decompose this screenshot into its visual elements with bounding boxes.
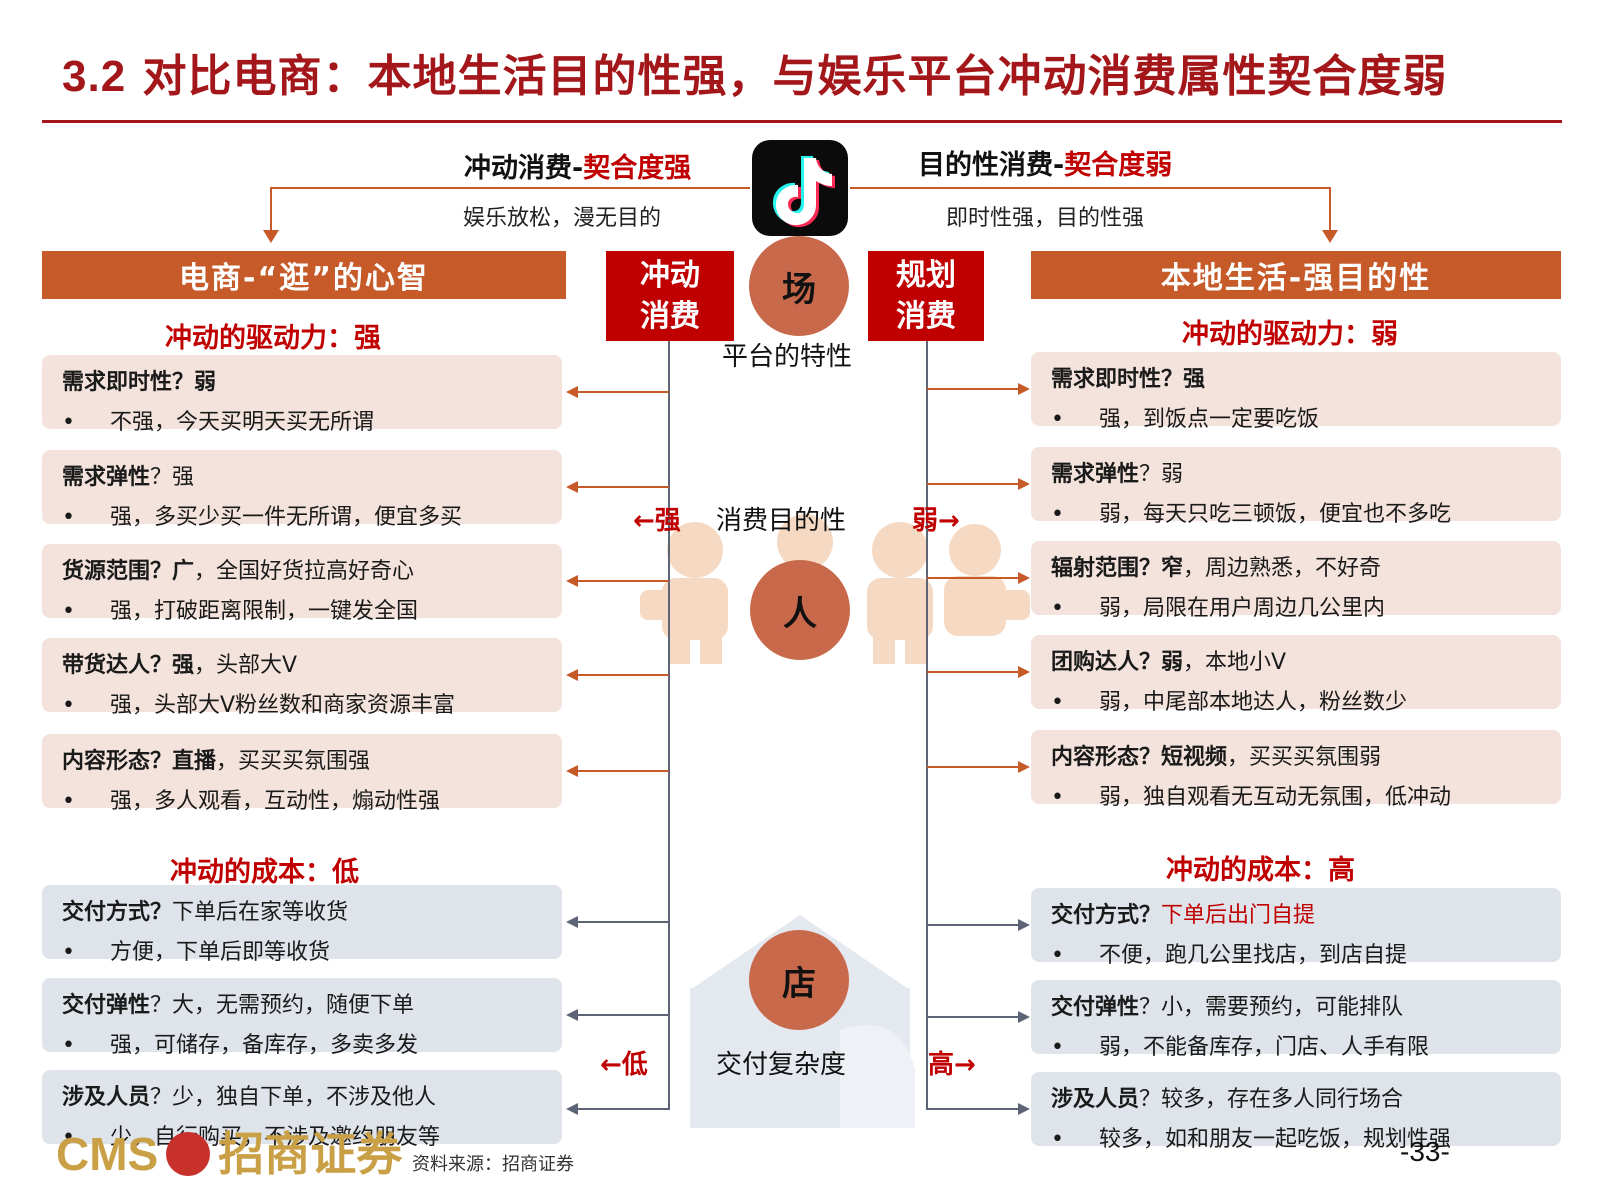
left-top-note: 娱乐放松，漫无目的	[463, 206, 662, 231]
left-drive-branches	[572, 391, 669, 772]
right-cost-card: 交付方式？下单后出门自提 •不便，跑几公里找店，到店自提	[1031, 888, 1561, 968]
store-label: 交付复杂度	[716, 1050, 847, 1080]
people-left-arrow: ←强	[633, 506, 681, 536]
right-drive-card: 辐射范围？窄，周边熟悉，不好奇 •弱，局限在用户周边几公里内	[1031, 541, 1561, 621]
left-drive-heading: 冲动的驱动力：强	[165, 323, 381, 354]
right-drive-card: 内容形态？短视频，买买买氛围弱 •弱，独自观看无互动无氛围，低冲动	[1031, 730, 1561, 810]
title-divider	[42, 120, 1562, 123]
left-cost-card: 涉及人员？少，独自下单，不涉及他人 •少，自行购买，不涉及邀约朋友等	[42, 1070, 562, 1150]
left-drive-card: 货源范围？广，全国好货拉高好奇心 •强，打破距离限制，一键发全国	[42, 544, 562, 624]
cost-arrowheads	[566, 916, 1030, 1115]
people-silhouette-icon	[640, 514, 1030, 664]
planned-consumption-box: 规划消费	[868, 251, 984, 341]
left-drive-card: 带货达人？强，头部大V •强，头部大V粉丝数和商家资源丰富	[42, 638, 562, 718]
people-label: 消费目的性	[716, 506, 847, 536]
left-drive-card: 需求即时性？弱 •不强，今天买明天买无所谓	[42, 355, 562, 435]
right-drive-arrowheads	[1018, 383, 1030, 773]
right-drive-branches	[927, 388, 1024, 768]
right-cost-heading: 冲动的成本：高	[1166, 855, 1355, 886]
top-arrowheads	[263, 230, 1338, 243]
place-label: 平台的特性	[722, 342, 853, 372]
storefront-silhouette-icon	[690, 915, 915, 1128]
store-right-arrow: 高→	[928, 1050, 976, 1080]
cost-branches	[572, 921, 1024, 1018]
right-drive-card: 需求即时性？强 •强，到饭点一定要吃饭	[1031, 352, 1561, 432]
people-circle: 人	[750, 560, 850, 660]
place-circle: 场	[749, 236, 849, 336]
right-top-label: 目的性消费-契合度弱	[918, 150, 1173, 181]
top-connector-lines	[270, 187, 1331, 232]
left-cost-card: 交付弹性？大，无需预约，随便下单 •强，可储存，备库存，多卖多发	[42, 978, 562, 1058]
left-drive-arrowheads	[566, 386, 578, 777]
cms-badge-icon	[166, 1131, 211, 1176]
left-cost-card: 交付方式？下单后在家等收货 •方便，下单后即等收货	[42, 885, 562, 965]
page-number: -33-	[1400, 1136, 1450, 1167]
right-drive-card: 需求弹性？弱 •弱，每天只吃三顿饭，便宜也不多吃	[1031, 447, 1561, 527]
left-category-header: 电商-“逛”的心智	[42, 251, 566, 299]
trunk-lines	[570, 335, 1026, 1110]
people-right-arrow: 弱→	[912, 506, 960, 536]
store-circle: 店	[749, 930, 849, 1030]
left-drive-card: 需求弹性？强 •强，多买少买一件无所谓，便宜多买	[42, 450, 562, 530]
left-drive-card: 内容形态？直播，买买买氛围强 •强，多人观看，互动性，煽动性强	[42, 734, 562, 814]
page-title: 3.2 对比电商：本地生活目的性强，与娱乐平台冲动消费属性契合度弱	[62, 51, 1448, 102]
right-drive-heading: 冲动的驱动力：弱	[1182, 319, 1398, 350]
right-cost-card: 涉及人员？较多，存在多人同行场合 •较多，如和朋友一起吃饭，规划性强	[1031, 1072, 1561, 1152]
store-left-arrow: ←低	[600, 1050, 648, 1080]
impulse-consumption-box: 冲动消费	[606, 251, 734, 341]
left-cost-heading: 冲动的成本：低	[170, 857, 359, 888]
tiktok-note-icon	[752, 140, 848, 236]
source-note: 资料来源：招商证券	[412, 1154, 574, 1175]
right-top-note: 即时性强，目的性强	[946, 206, 1145, 231]
right-category-header: 本地生活-强目的性	[1031, 251, 1561, 299]
right-cost-card: 交付弹性？小，需要预约，可能排队 •弱，不能备库存，门店、人手有限	[1031, 980, 1561, 1060]
left-top-label: 冲动消费-契合度强	[464, 153, 692, 184]
right-drive-card: 团购达人？弱，本地小V •弱，中尾部本地达人，粉丝数少	[1031, 635, 1561, 715]
